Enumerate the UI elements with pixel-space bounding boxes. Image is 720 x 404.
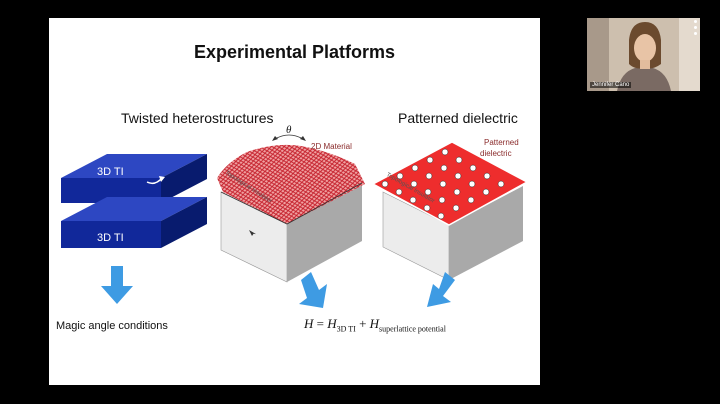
patterned-label-line2: dielectric [480, 149, 512, 158]
patterned-label-line1: Patterned [484, 138, 519, 147]
arrow-diagonal-down-left-icon [427, 272, 455, 307]
hamiltonian-equation: H = H3D TI + Hsuperlattice potential [304, 316, 446, 334]
eq-sub1: 3D TI [336, 324, 356, 334]
arrow-down-icon [101, 266, 133, 304]
slide-title: Experimental Platforms [193, 42, 396, 62]
eq-term1: H [327, 316, 337, 331]
patterned-dielectric-diagram [371, 141, 529, 281]
eq-lhs: H [304, 316, 314, 331]
arrow-diagonal-down-right-icon [299, 272, 327, 308]
ti-bottom-label: 3D TI [97, 232, 124, 244]
participant-name: Jennifer Cano [590, 82, 632, 88]
ti-top-label: 3D TI [97, 166, 124, 178]
participant-video [587, 18, 700, 91]
theta-label: θ [286, 124, 292, 136]
twisted-heading: Twisted heterostructures [121, 110, 274, 126]
arrows [101, 266, 455, 308]
material-label: 2D Material [311, 142, 352, 151]
more-options-icon[interactable] [693, 20, 698, 36]
participant-video-tile[interactable]: Jennifer Cano [587, 18, 700, 91]
shared-slide: Experimental Platforms Twisted heterostr… [49, 18, 540, 385]
eq-sub2: superlattice potential [379, 324, 446, 334]
magic-angle-text: Magic angle conditions [56, 320, 168, 332]
ti-stack-diagram [61, 154, 207, 248]
patterned-heading: Patterned dielectric [398, 110, 518, 126]
eq-plus: + [355, 316, 370, 331]
slide-graphics [61, 134, 529, 308]
eq-equals: = [313, 316, 328, 331]
twisted-material-diagram [217, 134, 365, 283]
eq-term2: H [369, 316, 380, 331]
dielectric-holes [381, 148, 505, 220]
